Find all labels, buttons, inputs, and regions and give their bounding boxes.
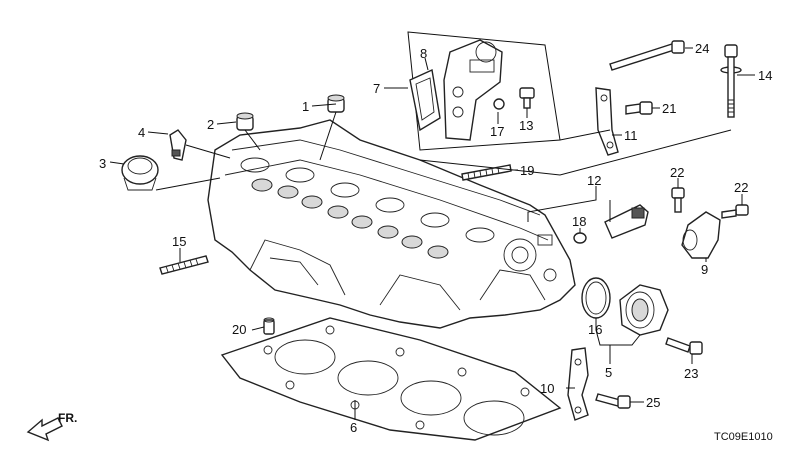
callout-24: 24 (695, 41, 709, 56)
callout-5: 5 (605, 365, 612, 380)
bolt-21 (625, 101, 653, 115)
callout-14: 14 (758, 68, 772, 83)
callout-21: 21 (662, 101, 676, 116)
callout-2: 2 (207, 117, 214, 132)
callout-11: 11 (624, 128, 638, 143)
callout-23: 23 (684, 366, 698, 381)
o-ring-18 (573, 232, 587, 244)
leader-lines (109, 47, 755, 420)
stud-bolt-15 (159, 255, 209, 275)
callout-3: 3 (99, 156, 106, 171)
spool-valve-group (407, 31, 561, 151)
callout-18: 18 (572, 214, 586, 229)
front-label: FR. (58, 411, 77, 425)
callout-17: 17 (490, 124, 504, 139)
callout-25: 25 (646, 395, 660, 410)
callout-16: 16 (588, 322, 602, 337)
callout-10: 10 (540, 381, 554, 396)
bolt-14 (720, 44, 742, 118)
callout-8: 8 (420, 46, 427, 61)
bolt-22-lower (721, 204, 749, 219)
bolt-23 (665, 337, 703, 355)
head-gasket (220, 317, 562, 441)
callout-labels: 1 2 3 4 5 6 7 8 9 10 11 12 13 14 15 16 1… (99, 41, 772, 435)
callout-19: 19 (520, 163, 534, 178)
bracket-10 (567, 347, 589, 421)
cylinder-head (207, 119, 576, 329)
callout-1: 1 (302, 99, 309, 114)
front-arrow-icon (26, 417, 63, 442)
callout-22-upper: 22 (670, 165, 684, 180)
bolt-24 (609, 40, 685, 71)
sensor-12 (604, 204, 649, 239)
front-direction-indicator: FR. (26, 411, 77, 442)
callout-4: 4 (138, 125, 145, 140)
callout-22-lower: 22 (734, 180, 748, 195)
part-4-sensor (169, 129, 187, 161)
part-2-cap (236, 112, 254, 131)
housing-5 (619, 284, 669, 336)
dowel-pin (263, 317, 275, 335)
callout-15: 15 (172, 234, 186, 249)
callout-6: 6 (350, 420, 357, 435)
callout-20: 20 (232, 322, 246, 337)
water-outlet-9 (681, 211, 721, 259)
part-1-cap (327, 94, 345, 113)
bolt-25 (595, 393, 631, 409)
callout-9: 9 (701, 262, 708, 277)
bracket-11 (595, 87, 619, 156)
o-ring-16 (581, 277, 611, 319)
callout-13: 13 (519, 118, 533, 133)
callout-7: 7 (373, 81, 380, 96)
part-3-seal-holder (121, 155, 159, 191)
callout-12: 12 (587, 173, 601, 188)
diagram-code: TC09E1010 (714, 431, 773, 443)
bolt-22-upper (671, 187, 685, 213)
